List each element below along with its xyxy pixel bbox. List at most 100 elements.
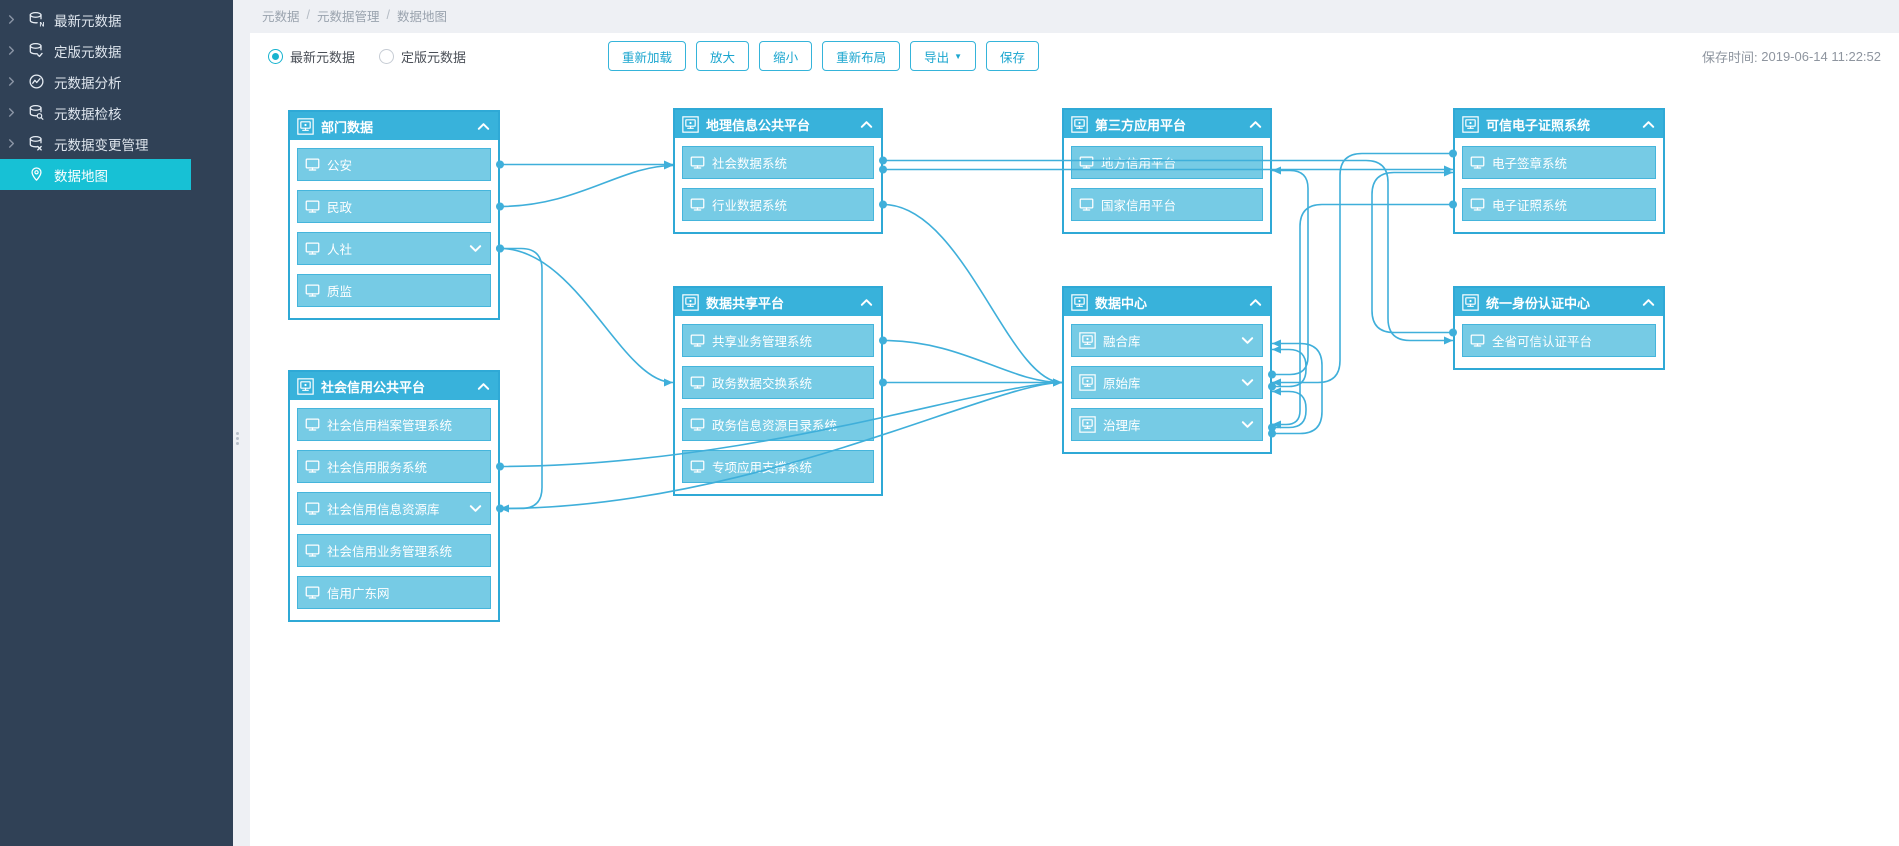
chevron-up-icon[interactable] (476, 379, 491, 394)
diagram-node[interactable]: 人社 (297, 232, 491, 265)
diagram-node[interactable]: 电子签章系统 (1462, 146, 1656, 179)
diagram-node[interactable]: 电子证照系统 (1462, 188, 1656, 221)
diagram-group-geo-info-platform: 地理信息公共平台社会数据系统行业数据系统 (673, 108, 883, 234)
node-label: 地方信用平台 (1101, 157, 1177, 171)
node-label: 社会信用信息资源库 (327, 503, 440, 517)
diagram-group-data-center: 数据中心融合库原始库治理库 (1062, 286, 1272, 454)
chevron-up-icon[interactable] (1248, 117, 1263, 132)
sidebar-item-label: 元数据分析 (54, 75, 122, 91)
group-title: 第三方应用平台 (1095, 117, 1187, 133)
chevron-up-icon[interactable] (1641, 295, 1656, 310)
monitor-icon (690, 417, 705, 432)
diagram-node[interactable]: 公安 (297, 148, 491, 181)
chevron-down-icon[interactable] (1240, 417, 1255, 432)
group-header-geo-info-platform[interactable]: 地理信息公共平台 (675, 110, 881, 138)
group-header-data-center[interactable]: 数据中心 (1064, 288, 1270, 316)
sidebar-item-metadata-change[interactable]: 元数据变更管理 (0, 128, 191, 159)
zoom-out-button[interactable]: 缩小 (759, 41, 813, 71)
diagram-node[interactable]: 社会数据系统 (682, 146, 874, 179)
export-button[interactable]: 导出▼ (910, 41, 977, 71)
radio-circle-icon (379, 48, 395, 64)
button-label: 缩小 (773, 50, 799, 65)
diagram-node[interactable]: 行业数据系统 (682, 188, 874, 221)
group-header-social-credit-platform[interactable]: 社会信用公共平台 (290, 372, 498, 400)
chevron-down-icon[interactable] (1240, 375, 1255, 390)
monitor-icon (1470, 333, 1485, 348)
toolbar-buttons: 重新加载放大 缩小 重新布局 导出▼ 保存 (608, 41, 1040, 71)
breadcrumb-separator: / (386, 8, 390, 22)
chevron-up-icon[interactable] (476, 119, 491, 134)
radio-label: 最新元数据 (290, 49, 356, 65)
node-label: 社会信用服务系统 (327, 461, 428, 475)
breadcrumb-item[interactable]: 元数据管理 (317, 9, 380, 24)
sidebar-item-data-map[interactable]: 数据地图 (0, 159, 191, 190)
diagram-node[interactable]: 社会信用服务系统 (297, 450, 491, 483)
group-header-trusted-ecert-system[interactable]: 可信电子证照系统 (1455, 110, 1663, 138)
radio-label: 定版元数据 (401, 49, 467, 65)
diagram-node[interactable]: 社会信用信息资源库 (297, 492, 491, 525)
diagram-node[interactable]: 原始库 (1071, 366, 1263, 399)
breadcrumb-item[interactable]: 数据地图 (397, 9, 448, 24)
breadcrumb-separator: / (306, 8, 310, 22)
diagram-node[interactable]: 民政 (297, 190, 491, 223)
diagram-node[interactable]: 政务数据交换系统 (682, 366, 874, 399)
sidebar-item-metadata-analysis[interactable]: 元数据分析 (0, 66, 191, 97)
radio-fixed-metadata[interactable]: 定版元数据 (379, 47, 466, 66)
monitor-icon (305, 501, 320, 516)
group-header-third-party-platform[interactable]: 第三方应用平台 (1064, 110, 1270, 138)
diagram-node[interactable]: 社会信用档案管理系统 (297, 408, 491, 441)
button-label: 重新布局 (836, 50, 887, 65)
chevron-down-icon[interactable] (468, 501, 483, 516)
monitor-icon (305, 241, 320, 256)
map-pin-icon (22, 166, 50, 183)
monitor-badge-icon (1462, 293, 1479, 311)
database-search-icon (22, 104, 50, 121)
reload-button[interactable]: 重新加载 (608, 41, 687, 71)
sidebar-item-fixed-metadata[interactable]: 定版元数据 (0, 35, 191, 66)
breadcrumb-item[interactable]: 元数据 (262, 9, 300, 24)
chevron-up-icon[interactable] (1641, 117, 1656, 132)
diagram-node[interactable]: 专项应用支撑系统 (682, 450, 874, 483)
chevron-up-icon[interactable] (859, 117, 874, 132)
node-label: 融合库 (1103, 335, 1141, 349)
node-label: 社会信用档案管理系统 (327, 419, 453, 433)
diagram-node[interactable]: 融合库 (1071, 324, 1263, 357)
diagram-node[interactable]: 质监 (297, 274, 491, 307)
relayout-button[interactable]: 重新布局 (822, 41, 901, 71)
zoom-in-button[interactable]: 放大 (696, 41, 750, 71)
group-header-data-sharing-platform[interactable]: 数据共享平台 (675, 288, 881, 316)
monitor-badge-icon (1462, 115, 1479, 133)
diagram-node[interactable]: 信用广东网 (297, 576, 491, 609)
diagram-node[interactable]: 地方信用平台 (1071, 146, 1263, 179)
chevron-down-icon[interactable] (1240, 333, 1255, 348)
monitor-icon (690, 333, 705, 348)
caret-down-icon: ▼ (954, 52, 963, 61)
sidebar-item-metadata-audit[interactable]: 元数据检核 (0, 97, 191, 128)
save-button[interactable]: 保存 (986, 41, 1040, 71)
chevron-up-icon[interactable] (859, 295, 874, 310)
group-header-unified-identity-center[interactable]: 统一身份认证中心 (1455, 288, 1663, 316)
monitor-icon (690, 197, 705, 212)
group-header-department-data[interactable]: 部门数据 (290, 112, 498, 140)
diagram-node[interactable]: 全省可信认证平台 (1462, 324, 1656, 357)
diagram-node[interactable]: 国家信用平台 (1071, 188, 1263, 221)
diagram-node[interactable]: 社会信用业务管理系统 (297, 534, 491, 567)
group-title: 数据共享平台 (706, 295, 785, 311)
diagram-node[interactable]: 治理库 (1071, 408, 1263, 441)
diagram-node[interactable]: 共享业务管理系统 (682, 324, 874, 357)
node-label: 民政 (327, 201, 353, 215)
monitor-icon (305, 199, 320, 214)
node-label: 专项应用支撑系统 (712, 461, 813, 475)
sidebar-resize-handle[interactable] (233, 425, 241, 451)
radio-circle-icon (268, 48, 283, 64)
monitor-badge-icon (682, 115, 699, 133)
analysis-icon (22, 73, 50, 90)
radio-latest-metadata[interactable]: 最新元数据 (268, 47, 355, 66)
chevron-up-icon[interactable] (1248, 295, 1263, 310)
group-title: 地理信息公共平台 (706, 117, 811, 133)
chevron-down-icon[interactable] (468, 241, 483, 256)
diagram-node[interactable]: 政务信息资源目录系统 (682, 408, 874, 441)
